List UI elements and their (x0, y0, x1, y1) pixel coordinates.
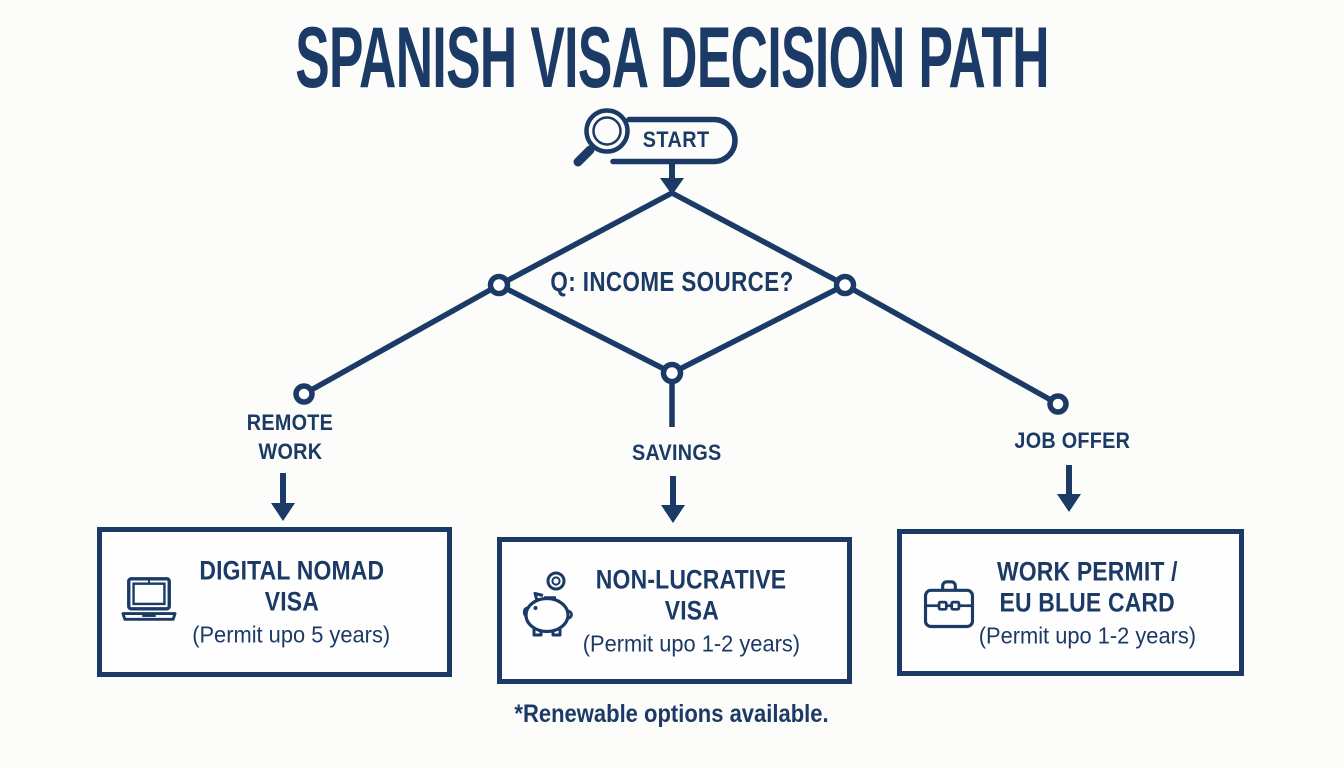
laptop-icon (114, 557, 184, 647)
outcome-box-non-lucrative-visa: NON-LUCRATIVE VISA (Permit upo 1-2 years… (497, 537, 852, 684)
start-to-decision-arrow (660, 163, 684, 195)
outcome-text: WORK PERMIT / EU BLUE CARD (Permit upo 1… (978, 556, 1197, 648)
decision-question: Q: INCOME SOURCE? (550, 266, 794, 297)
outcome-box-work-permit-eu-blue-card: WORK PERMIT / EU BLUE CARD (Permit upo 1… (897, 529, 1244, 676)
arrow-to-work-permit (1057, 465, 1081, 512)
start-label: START (643, 127, 710, 152)
footnote: *Renewable options available. (514, 700, 830, 728)
branch-line-remote (302, 282, 501, 397)
outcome-text: DIGITAL NOMAD VISA (Permit upo 5 years) (192, 555, 391, 648)
outcome-text: NON-LUCRATIVE VISA (Permit upo 1-2 years… (582, 564, 801, 656)
branch-label-remote-work: REMOTE WORK (246, 410, 334, 464)
page-title-text: SPANISH VISA DECISION PATH (295, 10, 1049, 106)
page-title: SPANISH VISA DECISION PATH (0, 14, 1344, 102)
node-circle-job-end (1047, 393, 1069, 415)
branch-label-job-offer: JOB OFFER (1014, 428, 1130, 453)
node-circle-remote-end (293, 383, 315, 405)
arrow-to-digital-nomad (271, 473, 295, 521)
arrow-to-non-lucrative (661, 476, 685, 523)
branch-label-savings: SAVINGS (632, 440, 722, 465)
start-node: START (601, 117, 738, 163)
node-circle-bottom (660, 361, 684, 385)
outcome-box-digital-nomad-visa: DIGITAL NOMAD VISA (Permit upo 5 years) (97, 527, 452, 677)
branch-line-job (843, 282, 1060, 407)
piggy-bank-icon (514, 566, 584, 656)
briefcase-icon (914, 558, 984, 648)
